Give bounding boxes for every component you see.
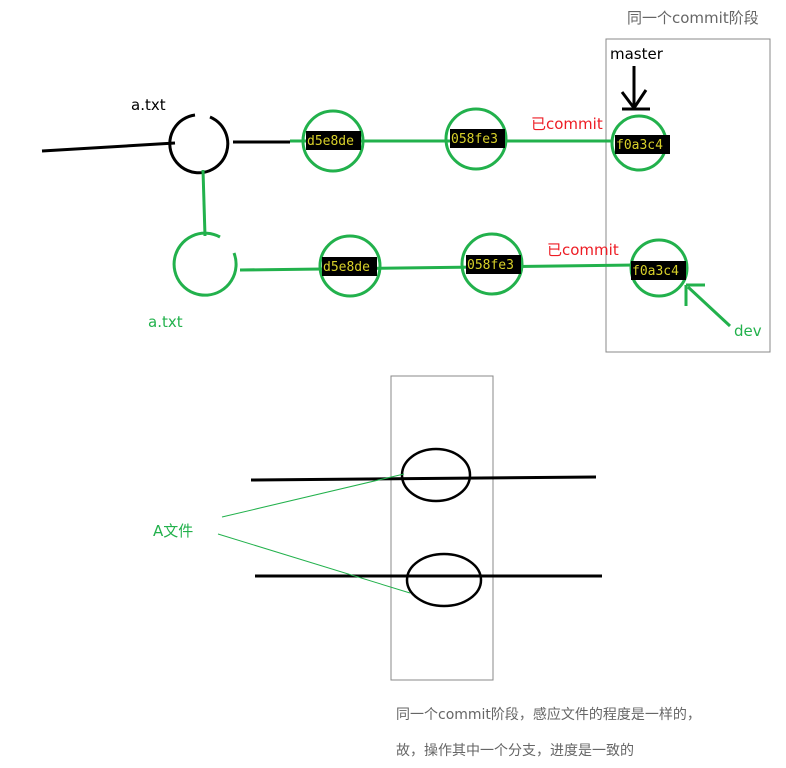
hash-bg [450,129,505,148]
file-a-label: A文件 [153,522,193,540]
committed-label-bottom: 已commit [547,241,619,259]
stage-box-lower [390,375,494,681]
file-node-top [168,113,230,175]
commit-hash: f0a3c4 [632,264,679,279]
pointer-line-2 [217,533,411,594]
commit-node [460,232,524,296]
dev-label: dev [734,322,762,340]
dev-arrow-icon [684,283,732,328]
commit-hash: 058fe3 [467,258,514,273]
box-title: 同一个commit阶段 [627,9,759,27]
commit-hash: f0a3c4 [616,138,663,153]
note-line-1: 同一个commit阶段，感应文件的程度是一样的， [396,707,701,723]
hash-bg [466,255,521,274]
note-line-2: 故，操作其中一个分支，进度是一致的 [396,743,634,759]
file-line-1 [250,475,597,482]
hash-bg [322,257,377,276]
commit-node [301,109,365,173]
hash-bg [306,131,361,150]
file-ellipse-1 [400,447,472,503]
file-node-bottom [172,231,238,297]
master-arrow-icon [620,66,650,111]
committed-label-top: 已commit [531,115,603,133]
master-label: master [610,45,664,63]
file-ellipse-2 [405,552,483,608]
commit-node [318,234,382,298]
file-label-top: a.txt [131,96,166,114]
hash-bg [631,261,686,280]
pointer-line-1 [221,473,405,518]
file-label-bottom: a.txt [148,313,183,331]
commit-node [444,107,508,171]
dev-line-green [239,263,641,272]
master-line-black [41,141,176,153]
hash-bg [615,135,670,154]
commit-hash: 058fe3 [451,132,498,147]
commit-stage-box [605,38,771,353]
branch-connector [201,169,207,237]
commit-hash: d5e8de [323,260,370,275]
commit-hash: d5e8de [307,134,354,149]
